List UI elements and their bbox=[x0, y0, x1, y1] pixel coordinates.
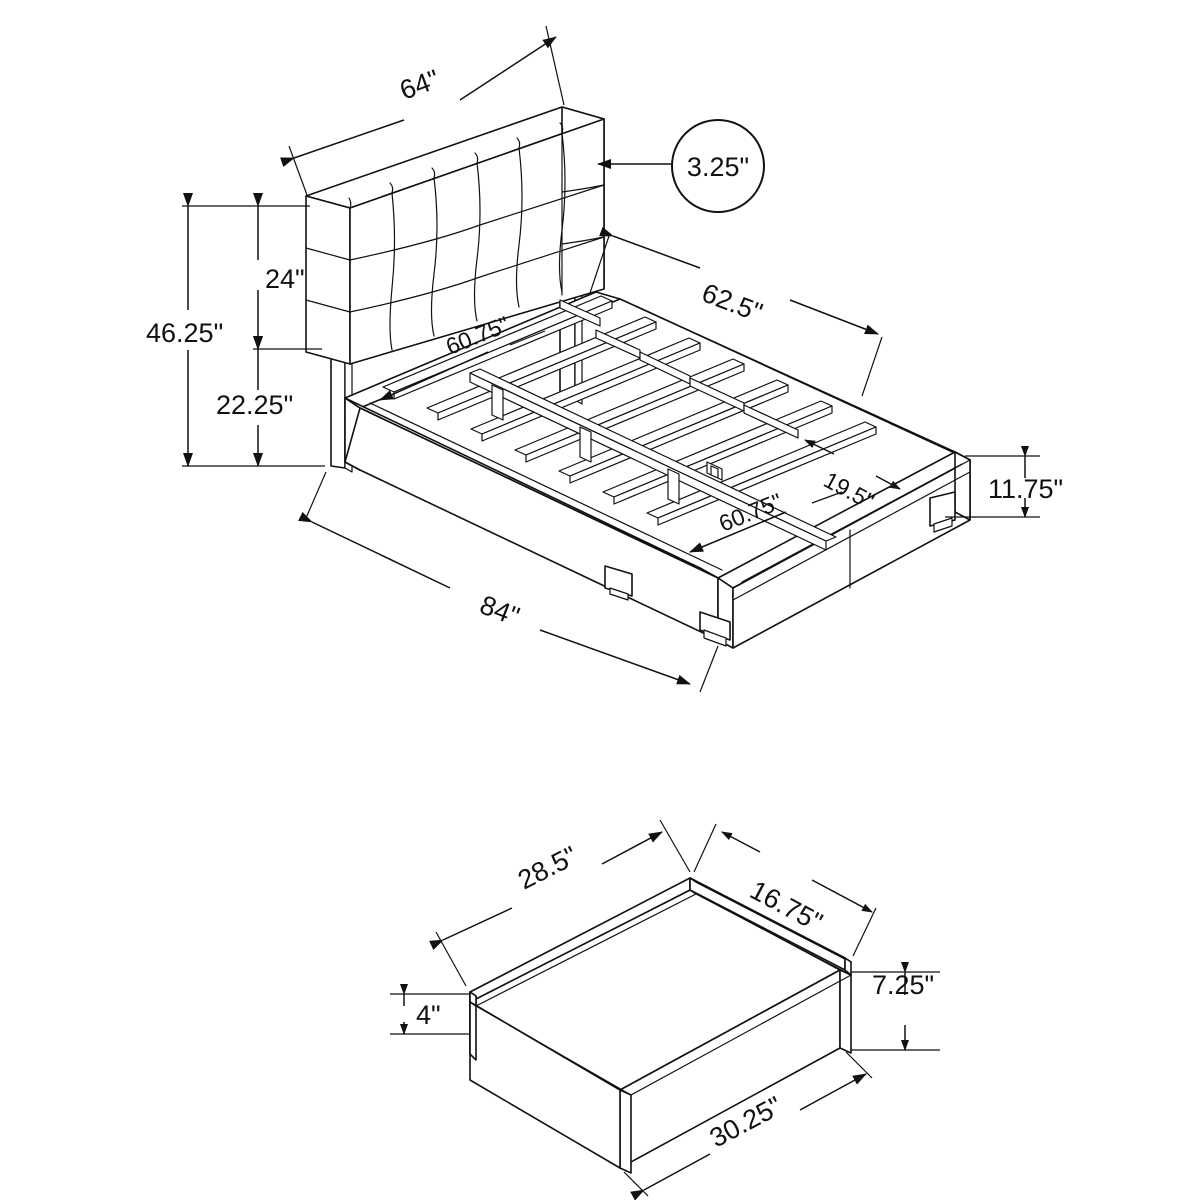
dimension-label-625: 62.5" bbox=[698, 278, 767, 328]
dimension-frame-height: 11.75" bbox=[945, 446, 1063, 518]
dimension-label-2225: 22.25" bbox=[216, 390, 293, 420]
dimension-leg-height: 22.25" bbox=[216, 336, 293, 467]
drawer-assembly bbox=[469, 877, 852, 1174]
dimension-label-84: 84" bbox=[476, 590, 524, 632]
bed-slats bbox=[382, 295, 877, 551]
headboard-tufting-seams bbox=[305, 122, 605, 351]
dimension-headboard-height: 24" bbox=[253, 193, 322, 350]
bed-drawer-fronts bbox=[732, 471, 971, 601]
dimension-drawer-front-height: 7.25" bbox=[851, 962, 940, 1051]
dimension-label-195: 19.5" bbox=[820, 466, 879, 514]
dimension-label-725: 7.25" bbox=[872, 970, 934, 1000]
bed-assembly bbox=[305, 106, 971, 649]
dimension-drawer-side-height: 4" bbox=[390, 984, 470, 1035]
callout-circle-325 bbox=[671, 119, 765, 213]
dimension-label-24: 24" bbox=[265, 264, 305, 294]
dimension-label-285: 28.5" bbox=[513, 840, 582, 895]
dimension-overall-height: 46.25" bbox=[146, 193, 325, 467]
dimension-label-4625: 46.25" bbox=[146, 318, 223, 348]
dimension-label-4: 4" bbox=[416, 1000, 441, 1030]
headboard-panel bbox=[305, 106, 605, 365]
callout-tufting-size: 3.25" bbox=[597, 119, 765, 213]
dimension-label-64: 64" bbox=[396, 64, 443, 106]
dimension-label-1175: 11.75" bbox=[988, 474, 1063, 504]
dimension-label-325: 3.25" bbox=[687, 152, 749, 182]
